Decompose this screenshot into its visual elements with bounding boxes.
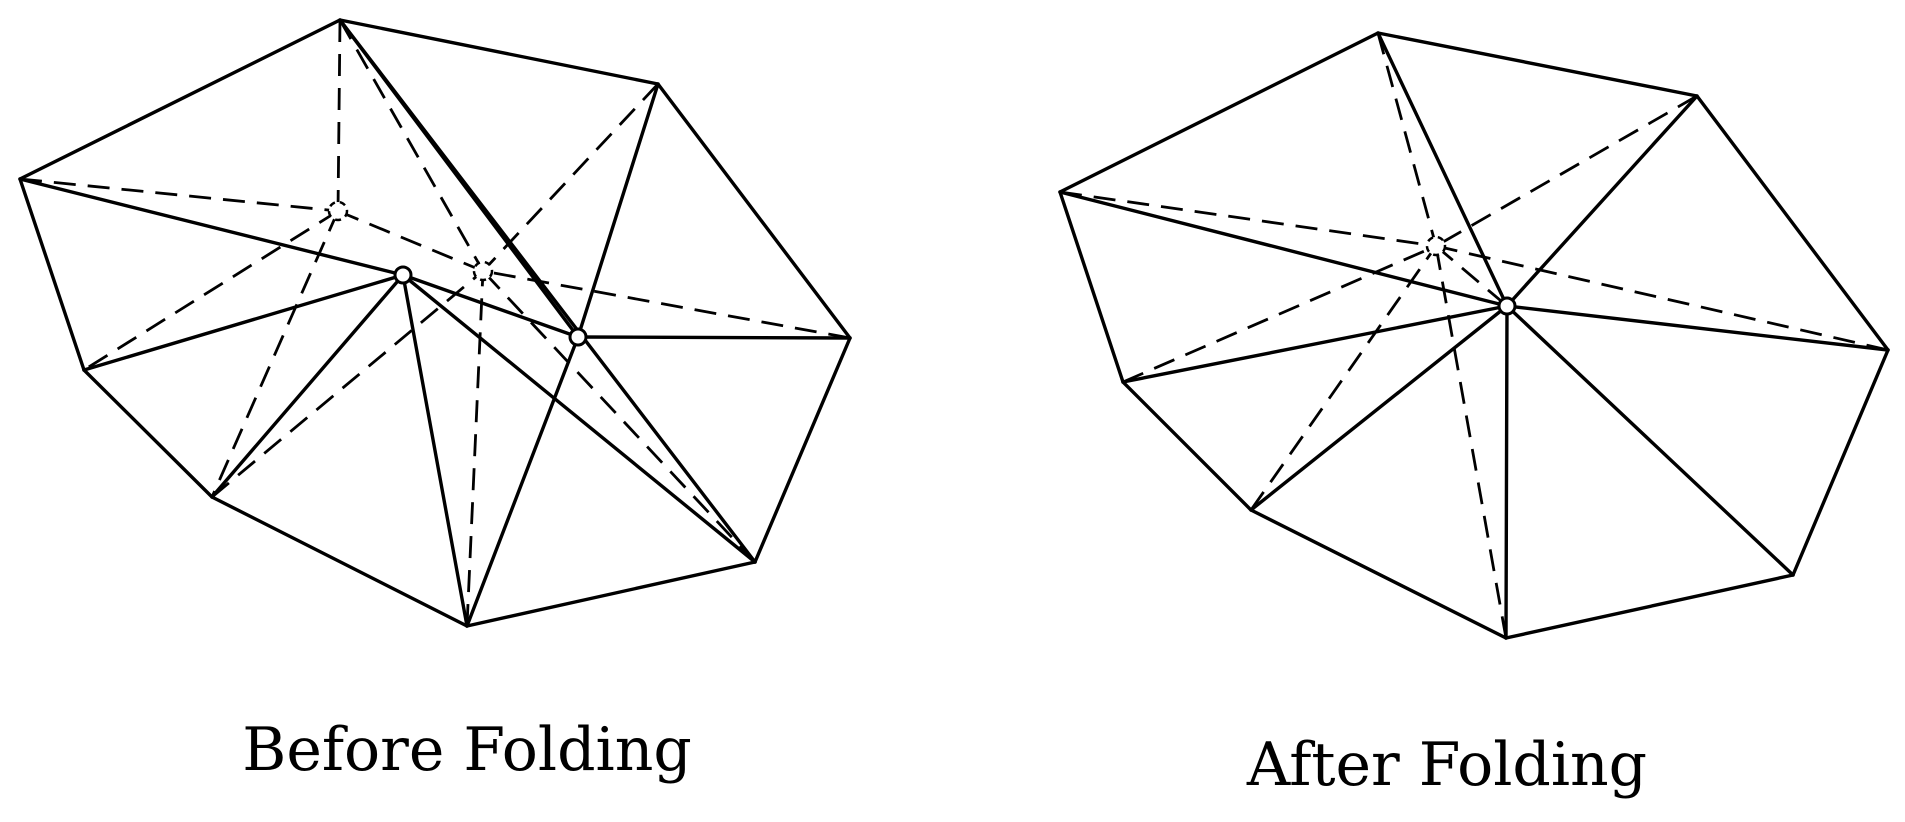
solid-edge-E-Q bbox=[465, 335, 580, 628]
dashed-crease-S-F bbox=[210, 210, 340, 498]
solid-edge-D-E bbox=[1504, 573, 1795, 640]
solid-edge-A-D bbox=[338, 18, 757, 564]
hidden-vertex-S bbox=[327, 200, 349, 222]
solid-edge-F-G bbox=[82, 368, 214, 499]
dashed-crease-D-T bbox=[481, 270, 757, 563]
dashed-crease-C-S bbox=[1435, 244, 1889, 352]
solid-edge-C-D bbox=[753, 336, 852, 564]
dashed-crease-C-T bbox=[482, 269, 851, 340]
solid-edge-A-B bbox=[338, 18, 660, 86]
solid-edge-D-P bbox=[1505, 304, 1795, 577]
solid-edge-F-P bbox=[210, 273, 405, 499]
dashed-crease-G-S bbox=[1122, 244, 1437, 384]
dashed-crease-S-G bbox=[83, 209, 339, 372]
after-folding-caption: After Folding bbox=[1246, 730, 1648, 800]
solid-edge-P-Q bbox=[401, 273, 580, 339]
solid-edge-D-E bbox=[465, 560, 757, 628]
solid-edge-H-A bbox=[18, 18, 342, 181]
vertex-marker-Q bbox=[568, 327, 588, 347]
dashed-crease-B-T bbox=[481, 83, 660, 272]
solid-edge-H-P bbox=[1058, 190, 1509, 308]
solid-edge-E-F bbox=[1249, 508, 1508, 640]
solid-edge-G-P bbox=[1121, 304, 1509, 384]
solid-edge-B-P bbox=[1505, 94, 1699, 308]
solid-edge-C-P bbox=[1505, 304, 1890, 352]
hidden-vertex-S bbox=[1425, 235, 1447, 257]
solid-edge-E-F bbox=[210, 495, 469, 628]
solid-edge-G-P bbox=[82, 273, 405, 372]
solid-edge-G-H bbox=[18, 177, 86, 372]
solid-edge-G-H bbox=[1058, 190, 1125, 384]
solid-edge-A-P bbox=[1376, 31, 1509, 308]
solid-edge-H-P bbox=[18, 177, 405, 277]
solid-edge-A-B bbox=[1376, 31, 1699, 98]
solid-edge-F-G bbox=[1121, 380, 1253, 512]
dashed-crease-A-S bbox=[336, 19, 342, 212]
solid-edge-P-D bbox=[401, 273, 757, 564]
solid-edge-C-D bbox=[1791, 348, 1890, 577]
dashed-crease-E-T bbox=[465, 270, 485, 627]
dashed-crease-S-T bbox=[337, 209, 484, 273]
after-folding-panel bbox=[1058, 31, 1890, 640]
dashed-crease-F-S bbox=[1249, 245, 1438, 511]
solid-edge-F-P bbox=[1249, 304, 1509, 512]
dashed-crease-S-P bbox=[1435, 244, 1508, 308]
solid-edge-E-P bbox=[401, 273, 469, 628]
hidden-vertex-T bbox=[472, 260, 494, 282]
vertex-marker-P bbox=[1497, 296, 1517, 316]
solid-edge-H-A bbox=[1058, 31, 1380, 194]
solid-edge-E-P bbox=[1504, 304, 1509, 640]
dashed-crease-H-S bbox=[1059, 190, 1437, 248]
dashed-crease-B-S bbox=[1435, 94, 1698, 248]
solid-edge-C-Q bbox=[576, 335, 852, 340]
solid-edge-B-C bbox=[656, 82, 852, 340]
dashed-crease-H-S bbox=[19, 177, 339, 213]
solid-edge-B-C bbox=[1695, 94, 1890, 352]
before-folding-caption: Before Folding bbox=[242, 715, 692, 785]
solid-edge-B-Q bbox=[576, 82, 660, 339]
vertex-marker-P bbox=[393, 265, 413, 285]
before-folding-panel bbox=[18, 18, 852, 628]
dashed-crease-A-T bbox=[338, 19, 485, 272]
dashed-crease-A-S bbox=[1376, 32, 1438, 247]
dashed-crease-F-T bbox=[211, 269, 484, 499]
